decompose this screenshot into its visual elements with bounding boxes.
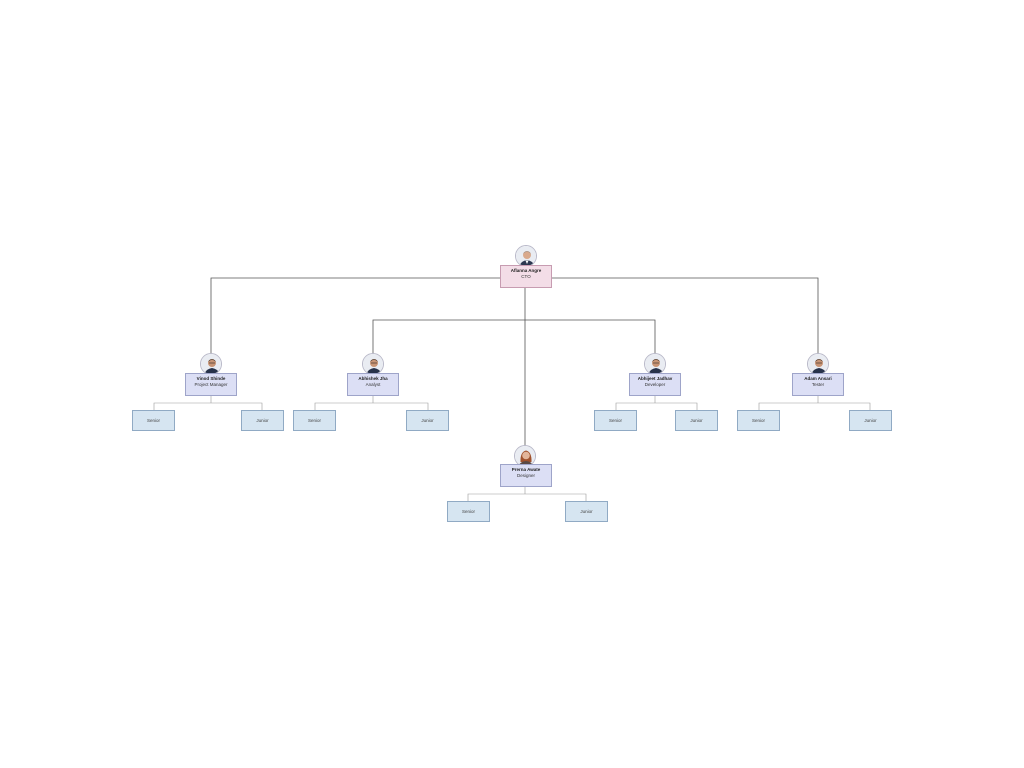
ceo-name: Aflanna Angre <box>510 268 542 273</box>
man-glasses-portrait-icon <box>363 354 383 374</box>
tester-role: Tester <box>811 382 825 387</box>
ceo-avatar <box>515 245 537 267</box>
designer-junior-box[interactable]: Junior <box>565 501 608 522</box>
pm-senior-box[interactable]: Senior <box>132 410 175 431</box>
connector-designer-levels <box>467 487 587 501</box>
pm-name: Vinod Shinde <box>196 376 226 381</box>
connector-root-outer <box>210 277 819 365</box>
tester-name: Adam Ansari <box>804 376 832 381</box>
man-glasses-portrait-icon <box>645 354 665 374</box>
ceo-role: CTO <box>521 274 531 279</box>
connector-root-inner <box>372 319 656 365</box>
ceo-box[interactable]: Aflanna Angre CTO <box>500 265 552 288</box>
developer-name: Abhijeet Jadhav <box>637 376 673 381</box>
designer-role: Designer <box>516 473 535 478</box>
designer-box[interactable]: Prerna Awate Designer <box>500 464 552 487</box>
developer-role: Developer <box>644 382 666 387</box>
pm-junior-box[interactable]: Junior <box>241 410 284 431</box>
connector-pm-levels <box>153 396 263 410</box>
pm-box[interactable]: Vinod Shinde Project Manager <box>185 373 237 396</box>
analyst-junior-box[interactable]: Junior <box>406 410 449 431</box>
man-suit-portrait-icon <box>516 246 536 266</box>
developer-avatar <box>644 353 666 375</box>
designer-senior-box[interactable]: Senior <box>447 501 490 522</box>
analyst-box[interactable]: Abhishek Jha Analyst <box>347 373 399 396</box>
connector-tester-levels <box>758 396 871 410</box>
developer-box[interactable]: Abhijeet Jadhav Developer <box>629 373 681 396</box>
pm-role: Project Manager <box>194 382 228 387</box>
analyst-senior-box[interactable]: Senior <box>293 410 336 431</box>
analyst-avatar <box>362 353 384 375</box>
connector-developer-levels <box>615 396 698 410</box>
tester-senior-box[interactable]: Senior <box>737 410 780 431</box>
man-glasses-portrait-icon <box>201 354 221 374</box>
man-glasses-portrait-icon <box>808 354 828 374</box>
connector-analyst-levels <box>314 396 429 410</box>
designer-name: Prerna Awate <box>511 467 541 472</box>
developer-junior-box[interactable]: Junior <box>675 410 718 431</box>
tester-box[interactable]: Adam Ansari Tester <box>792 373 844 396</box>
analyst-role: Analyst <box>365 382 381 387</box>
analyst-name: Abhishek Jha <box>358 376 388 381</box>
pm-avatar <box>200 353 222 375</box>
developer-senior-box[interactable]: Senior <box>594 410 637 431</box>
tester-junior-box[interactable]: Junior <box>849 410 892 431</box>
tester-avatar <box>807 353 829 375</box>
